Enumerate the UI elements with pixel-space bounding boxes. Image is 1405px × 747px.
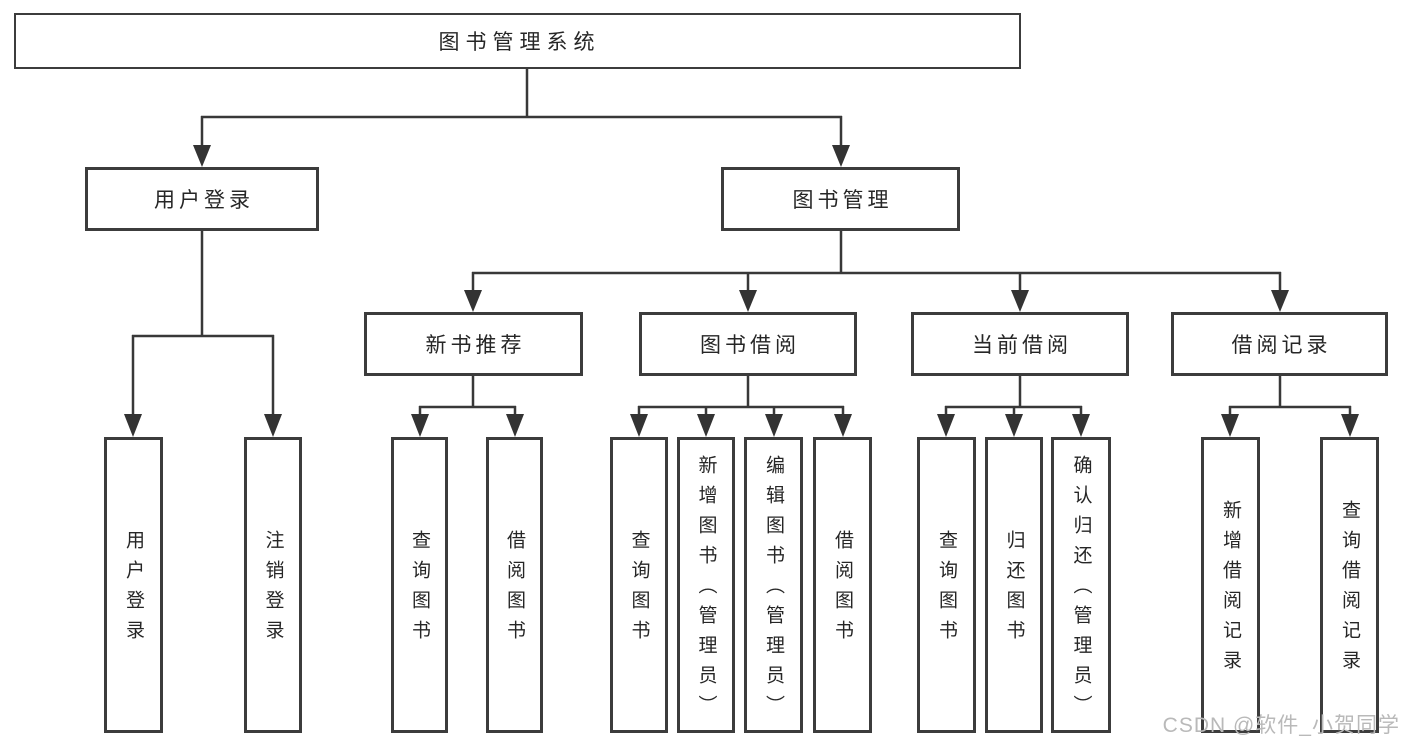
node-label: 图书管理系统: [438, 31, 601, 54]
connector-segments: [131, 69, 1352, 417]
node-book-management: 图书管理: [721, 167, 960, 231]
node-label: 用户登录: [154, 189, 254, 212]
node-borrow-records: 借阅记录: [1171, 312, 1388, 376]
node-library-system: 图书管理系统: [14, 13, 1021, 69]
node-current-borrowing: 当前借阅: [911, 312, 1129, 376]
leaf-return-book: 归还图书: [985, 437, 1043, 733]
node-label: 新书推荐: [425, 334, 526, 357]
leaf-edit-book-admin: 编辑图书（管理员）: [744, 437, 803, 733]
leaf-label: 查询图书: [409, 530, 430, 650]
node-user-login: 用户登录: [85, 167, 319, 231]
leaf-borrow-books-borrowing: 借阅图书: [813, 437, 872, 733]
node-new-book-recommend: 新书推荐: [364, 312, 583, 376]
leaf-label: 新增图书（管理员）: [695, 455, 717, 725]
leaf-label: 用户登录: [123, 530, 144, 650]
leaf-add-borrow-record: 新增借阅记录: [1201, 437, 1260, 733]
leaf-logout: 注销登录: [244, 437, 302, 733]
leaf-label: 注销登录: [262, 530, 284, 650]
leaf-query-borrow-record: 查询借阅记录: [1320, 437, 1379, 733]
leaf-query-books-borrowing: 查询图书: [610, 437, 668, 733]
leaf-label: 归还图书: [1003, 530, 1025, 650]
leaf-label: 查询图书: [936, 530, 957, 650]
node-label: 图书管理: [792, 189, 893, 212]
leaf-user-login: 用户登录: [104, 437, 163, 733]
leaf-label: 借阅图书: [832, 530, 853, 650]
leaf-add-book-admin: 新增图书（管理员）: [677, 437, 735, 733]
leaf-label: 查询借阅记录: [1339, 500, 1360, 680]
node-label: 图书借阅: [700, 334, 800, 357]
leaf-label: 借阅图书: [504, 530, 525, 650]
leaf-label: 查询图书: [628, 530, 650, 650]
node-book-borrowing: 图书借阅: [639, 312, 857, 376]
node-label: 借阅记录: [1231, 334, 1332, 357]
leaf-borrow-books-recommend: 借阅图书: [486, 437, 543, 733]
leaf-label: 编辑图书（管理员）: [763, 455, 784, 725]
arrowhead-icons: [124, 145, 1359, 437]
leaf-label: 确认归还（管理员）: [1070, 455, 1092, 725]
node-label: 当前借阅: [972, 334, 1072, 357]
watermark: CSDN @软件_小贺同学: [1162, 714, 1400, 737]
leaf-query-books-current: 查询图书: [917, 437, 976, 733]
leaf-query-books-recommend: 查询图书: [391, 437, 448, 733]
leaf-label: 新增借阅记录: [1220, 500, 1241, 680]
leaf-confirm-return-admin: 确认归还（管理员）: [1051, 437, 1111, 733]
